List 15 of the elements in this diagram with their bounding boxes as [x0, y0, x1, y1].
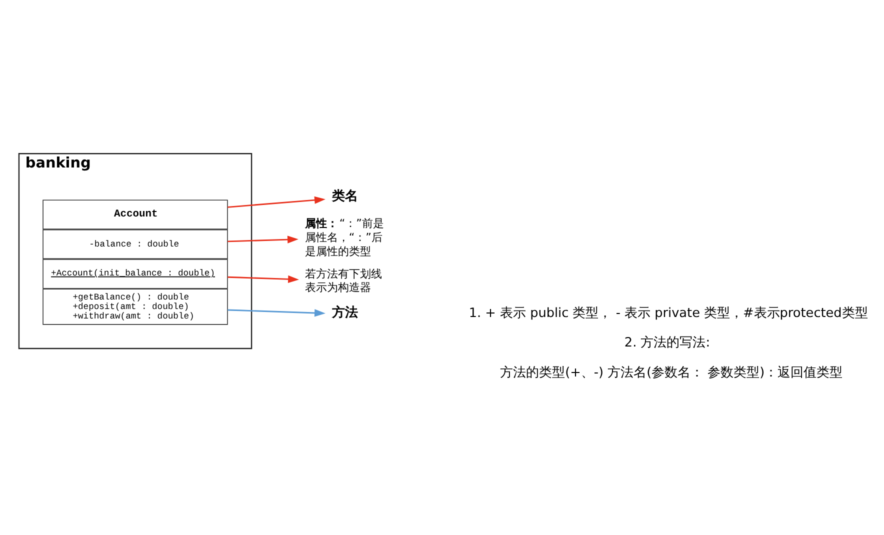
label: 1. + 表示 public 类型， - 表示 private 类型，#表示protected类型 — [468, 306, 868, 322]
node-box: +getBalance() : double +deposit(amt : double) +withdraw(amt : double) — [42, 288, 228, 325]
node-text: 若方法有下划线表示为构造器 — [304, 267, 382, 294]
arrow — [228, 275, 300, 283]
node-text: 方法 — [332, 305, 358, 320]
label: 方法的类型(+、-) 方法名(参数名： 参数类型)：返回值类型 — [500, 365, 843, 380]
label: 2. 方法的写法: — [624, 336, 710, 351]
node-text: 属性：“：”前是属性名，“：”后是属性的类型 — [304, 216, 384, 258]
arrow — [228, 196, 326, 208]
node-box: -balance : double — [42, 229, 228, 260]
node-text: 类名 — [332, 188, 358, 204]
node-box: Account — [42, 200, 228, 230]
arrow — [228, 309, 326, 317]
arrow — [228, 236, 298, 244]
node-box: +Account(init_balance : double) — [42, 259, 228, 289]
